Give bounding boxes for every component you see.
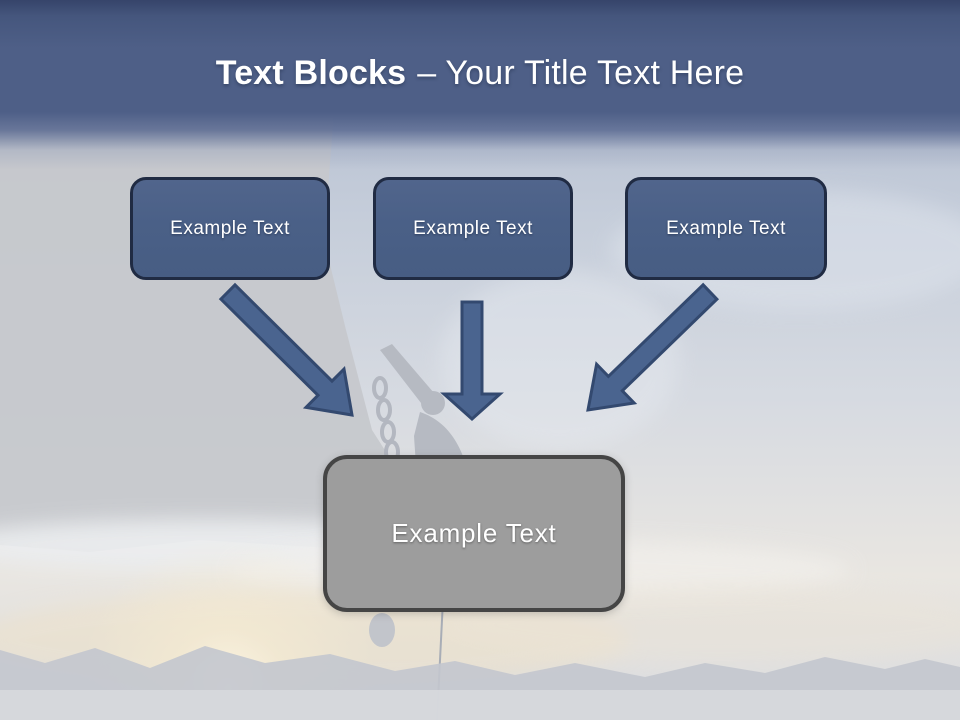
target-block-label: Example Text [391,518,557,548]
arrow-down-icon [440,300,504,422]
climber-arm [380,344,440,412]
arrow-down-right-icon [218,282,354,417]
mountain-ridge-silhouette [0,646,960,720]
cloud [440,270,680,450]
arrow-down-left-icon [586,282,720,412]
title-text: – Your Title Text Here [417,54,745,92]
text-block-2: Example Text [373,177,573,280]
title-emphasis: Text Blocks [215,54,407,92]
slide-title: Text Blocks – Your Title Text Here [0,54,960,93]
climber-foot [369,613,395,647]
climber-head [421,391,445,415]
title-bar: Text Blocks – Your Title Text Here [0,0,960,172]
ground-haze [0,690,960,720]
text-block-2-label: Example Text [413,217,533,239]
target-block: Example Text [323,455,625,612]
text-block-1: Example Text [130,177,330,280]
chain [372,376,400,464]
text-block-3: Example Text [625,177,827,280]
text-block-1-label: Example Text [170,217,290,239]
text-block-3-label: Example Text [666,217,786,239]
